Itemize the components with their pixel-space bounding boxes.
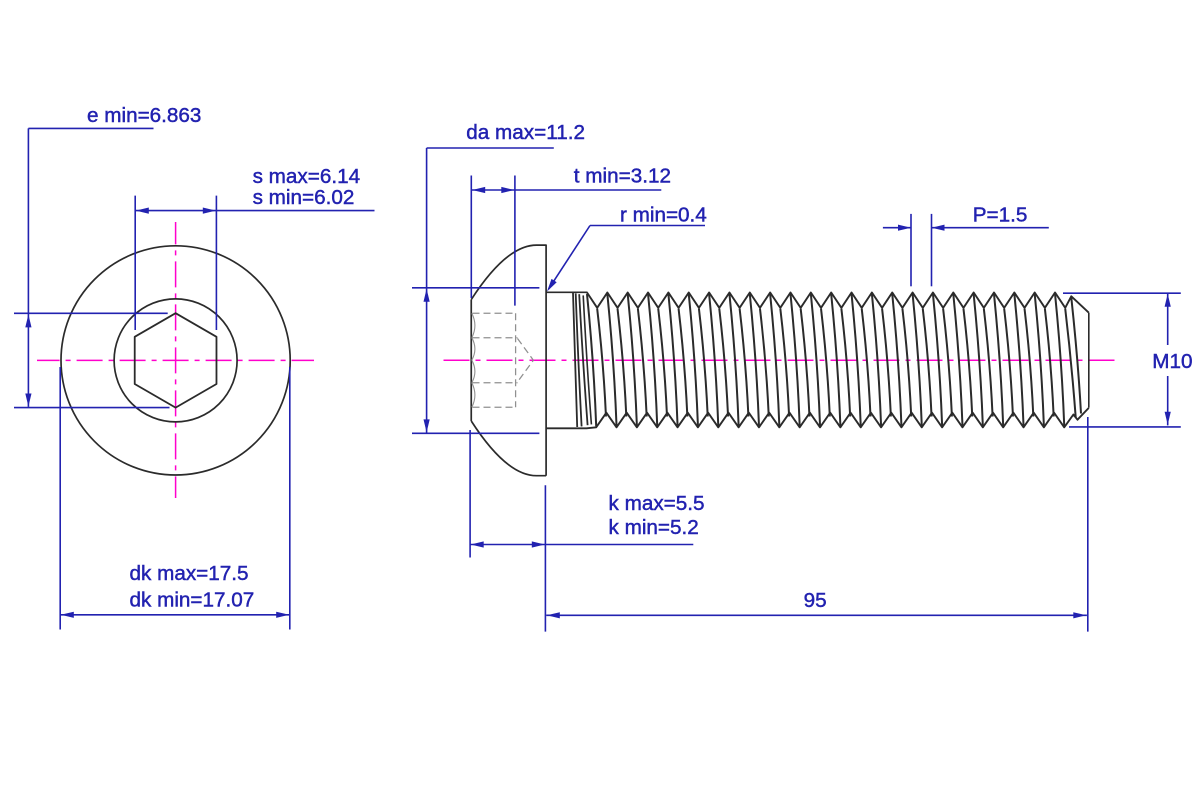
svg-text:dk min=17.07: dk min=17.07 — [130, 589, 255, 612]
svg-text:t min=3.12: t min=3.12 — [574, 165, 671, 188]
svg-text:M10: M10 — [1152, 350, 1192, 373]
svg-text:r min=0.4: r min=0.4 — [620, 203, 707, 226]
svg-text:s min=6.02: s min=6.02 — [253, 186, 355, 209]
svg-text:e min=6.863: e min=6.863 — [87, 104, 201, 127]
svg-text:k min=5.2: k min=5.2 — [609, 516, 699, 539]
svg-text:P=1.5: P=1.5 — [973, 203, 1028, 226]
svg-text:dk max=17.5: dk max=17.5 — [130, 562, 249, 585]
svg-text:da max=11.2: da max=11.2 — [466, 121, 585, 144]
svg-text:s max=6.14: s max=6.14 — [253, 165, 361, 188]
svg-text:k max=5.5: k max=5.5 — [609, 492, 705, 515]
svg-text:95: 95 — [804, 589, 827, 612]
